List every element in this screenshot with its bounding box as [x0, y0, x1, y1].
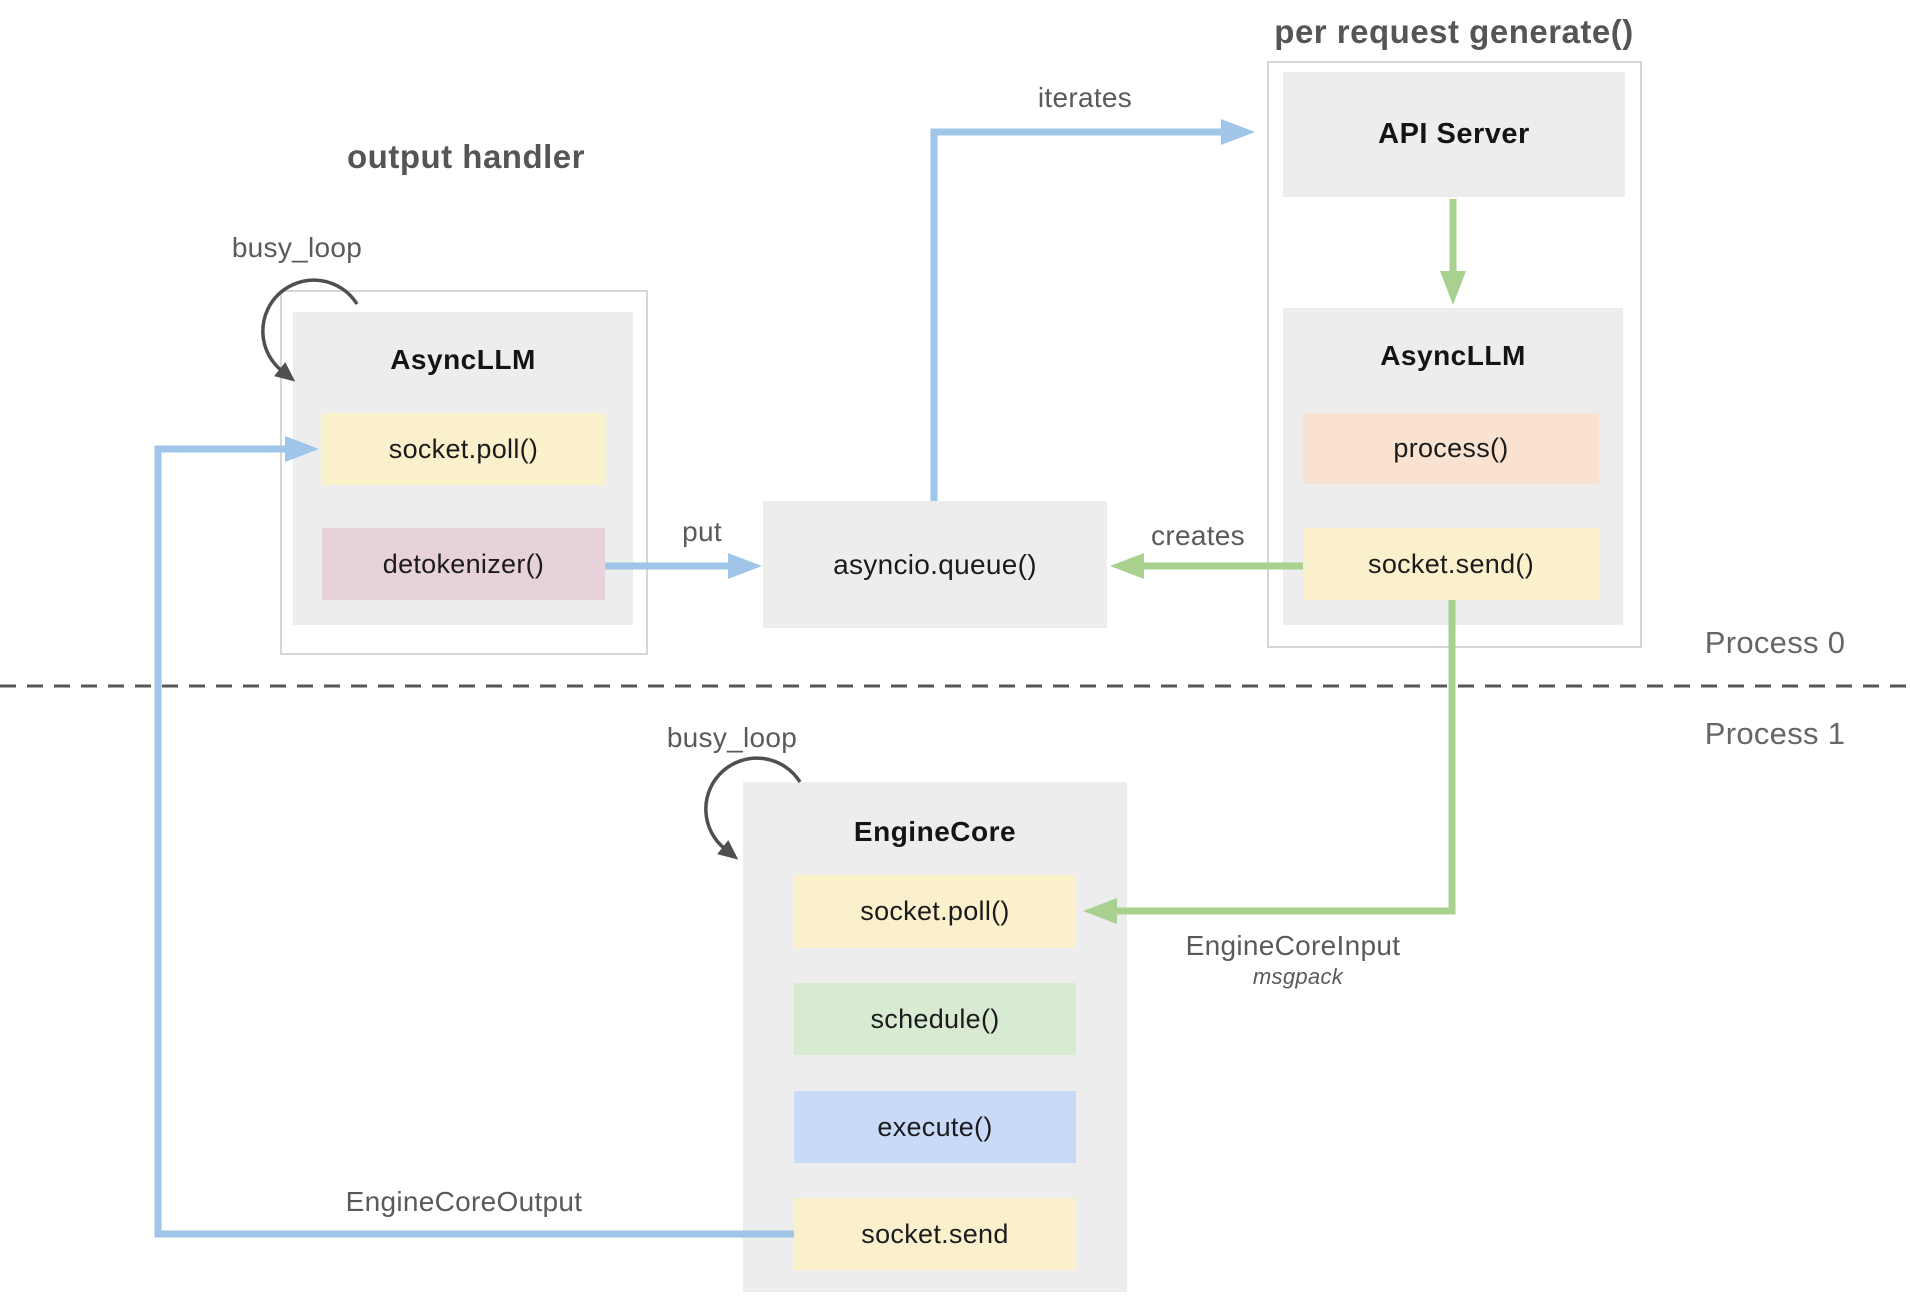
request-asyncllm-title: AsyncLLM — [1380, 340, 1526, 371]
output-handler-asyncllm-title: AsyncLLM — [390, 344, 536, 375]
process-0-label: Process 0 — [1704, 625, 1846, 660]
api-server-box: API Server — [1283, 72, 1625, 197]
method-schedule: schedule() — [794, 983, 1076, 1055]
output-handler-title: output handler — [347, 138, 585, 175]
process-1-label: Process 1 — [1704, 716, 1846, 751]
engine-core-box: EngineCore socket.poll() schedule() exec… — [743, 782, 1127, 1292]
busy-loop-label-left: busy_loop — [231, 232, 363, 263]
engine-core-title: EngineCore — [853, 816, 1017, 847]
busy-loop-label-bottom: busy_loop — [666, 722, 798, 753]
request-asyncllm-box: AsyncLLM process() socket.send() — [1283, 308, 1623, 625]
method-execute: execute() — [794, 1091, 1076, 1163]
method-process: process() — [1303, 413, 1599, 484]
api-server-title: API Server — [1378, 118, 1530, 150]
iterates-label: iterates — [1037, 82, 1133, 113]
method-socket-poll-left: socket.poll() — [322, 413, 605, 485]
method-socket-poll-engine: socket.poll() — [794, 875, 1076, 948]
put-label: put — [682, 516, 722, 547]
engine-core-output-label: EngineCoreOutput — [345, 1186, 583, 1217]
msgpack-label: msgpack — [1252, 964, 1344, 989]
method-detokenizer: detokenizer() — [322, 528, 605, 600]
output-handler-asyncllm-box: AsyncLLM socket.poll() detokenizer() — [293, 312, 633, 625]
method-socket-send-engine: socket.send — [794, 1198, 1076, 1270]
asyncio-queue-box: asyncio.queue() — [763, 501, 1107, 628]
engine-core-input-label: EngineCoreInput — [1185, 930, 1401, 961]
creates-label: creates — [1151, 520, 1245, 551]
method-socket-send-right: socket.send() — [1303, 528, 1599, 600]
per-request-generate-title: per request generate() — [1274, 13, 1634, 50]
